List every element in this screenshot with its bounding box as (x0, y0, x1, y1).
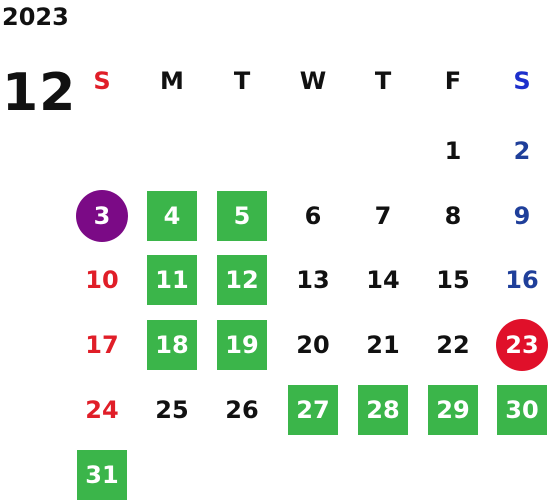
day-cell: 1 (428, 126, 478, 176)
week-row-1: 1 2 (0, 126, 548, 176)
day-number: 29 (436, 396, 470, 424)
day-number: 24 (85, 396, 119, 424)
day-cell-highlighted-green: 5 (217, 191, 267, 241)
weekday-tue: T (233, 67, 251, 95)
day-cell-highlighted-green: 4 (147, 191, 197, 241)
day-cell-highlighted-green: 31 (77, 450, 127, 500)
day-cell: 20 (288, 320, 338, 370)
weekday-wed: W (299, 67, 327, 95)
day-number: 5 (233, 202, 251, 230)
day-cell-highlighted-green: 27 (288, 385, 338, 435)
year-label: 2023 (2, 3, 69, 31)
week-row-3: 10 11 12 13 14 15 16 (0, 255, 548, 305)
day-cell-highlighted-green: 30 (497, 385, 547, 435)
day-number: 6 (304, 202, 322, 230)
day-cell: 7 (358, 191, 408, 241)
week-row-5: 24 25 26 27 28 29 30 (0, 385, 548, 435)
weekday-sun: S (93, 67, 111, 95)
day-number: 11 (155, 266, 189, 294)
day-cell: 22 (428, 320, 478, 370)
weekday-fri: F (444, 67, 462, 95)
weekday-sat: S (513, 67, 531, 95)
weekday-thu: T (374, 67, 392, 95)
month-label: 12 (2, 63, 77, 123)
day-cell-highlighted-green: 19 (217, 320, 267, 370)
day-cell: 15 (428, 255, 478, 305)
day-number: 1 (444, 137, 462, 165)
day-cell-highlighted-green: 29 (428, 385, 478, 435)
day-cell: 21 (358, 320, 408, 370)
day-number: 30 (505, 396, 539, 424)
day-cell-highlighted-green: 28 (358, 385, 408, 435)
week-row-6: 31 (0, 450, 548, 500)
day-number: 2 (513, 137, 531, 165)
day-number: 12 (225, 266, 259, 294)
day-number: 26 (225, 396, 259, 424)
day-cell: 25 (147, 385, 197, 435)
day-cell: 26 (217, 385, 267, 435)
weekday-header: S M T W T F S (0, 56, 548, 106)
week-row-2: 3 4 5 6 7 8 9 (0, 190, 548, 242)
day-cell: 14 (358, 255, 408, 305)
day-number: 17 (85, 331, 119, 359)
day-cell: 24 (77, 385, 127, 435)
day-cell: 17 (77, 320, 127, 370)
day-number: 3 (93, 202, 111, 230)
day-number: 18 (155, 331, 189, 359)
day-number: 13 (296, 266, 330, 294)
day-number: 16 (505, 266, 539, 294)
week-row-4: 17 18 19 20 21 22 23 (0, 319, 548, 371)
day-cell: 13 (288, 255, 338, 305)
day-number: 10 (85, 266, 119, 294)
day-number: 21 (366, 331, 400, 359)
day-number: 7 (374, 202, 392, 230)
day-number: 4 (163, 202, 181, 230)
day-number: 19 (225, 331, 259, 359)
day-cell-highlighted-green: 12 (217, 255, 267, 305)
day-cell-highlighted-red: 23 (496, 319, 548, 371)
day-cell: 6 (288, 191, 338, 241)
day-cell: 10 (77, 255, 127, 305)
day-number: 23 (505, 331, 539, 359)
day-number: 20 (296, 331, 330, 359)
day-cell: 8 (428, 191, 478, 241)
weekday-mon: M (160, 67, 184, 95)
day-number: 27 (296, 396, 330, 424)
day-number: 25 (155, 396, 189, 424)
day-cell-highlighted-green: 18 (147, 320, 197, 370)
day-number: 9 (513, 202, 531, 230)
day-number: 28 (366, 396, 400, 424)
day-number: 8 (444, 202, 462, 230)
day-number: 14 (366, 266, 400, 294)
day-number: 15 (436, 266, 470, 294)
day-number: 31 (85, 461, 119, 489)
day-cell-highlighted-green: 11 (147, 255, 197, 305)
day-cell: 2 (497, 126, 547, 176)
day-cell: 9 (497, 191, 547, 241)
day-cell: 16 (497, 255, 547, 305)
day-cell-highlighted-purple: 3 (76, 190, 128, 242)
day-number: 22 (436, 331, 470, 359)
